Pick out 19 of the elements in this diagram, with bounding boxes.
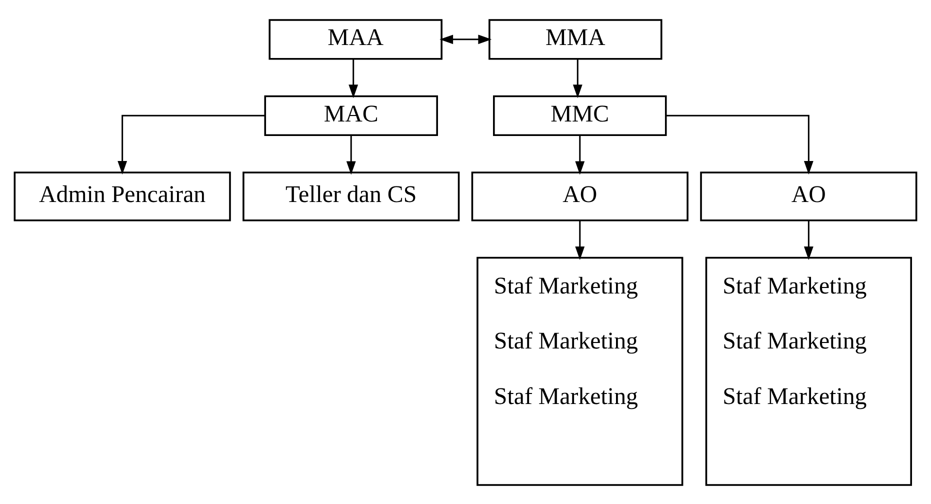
arrow xyxy=(666,114,814,174)
node-box: MMA xyxy=(488,18,662,60)
arrow xyxy=(348,58,358,98)
arrow xyxy=(440,34,492,44)
node-box: MMC xyxy=(493,94,667,136)
node-box: MAA xyxy=(268,18,442,60)
node-box: AO xyxy=(700,171,918,221)
node-box: AO xyxy=(471,171,688,221)
arrow xyxy=(804,220,814,260)
node-box: Staf Marketing Staf Marketing Staf Marketing xyxy=(705,256,912,486)
node-box: MAC xyxy=(264,94,438,136)
arrow xyxy=(346,134,356,174)
arrow xyxy=(575,134,585,174)
arrow xyxy=(118,114,265,174)
node-box: Teller dan CS xyxy=(242,171,460,221)
node-box: Admin Pencairan xyxy=(14,171,231,221)
node-box: Staf Marketing Staf Marketing Staf Marketing xyxy=(476,256,684,486)
arrow xyxy=(575,220,585,260)
arrow xyxy=(572,58,582,98)
